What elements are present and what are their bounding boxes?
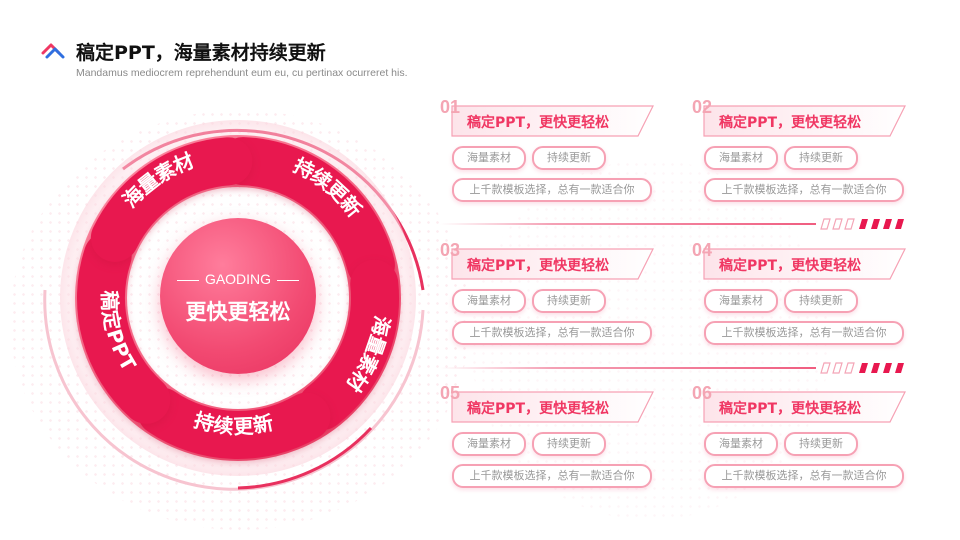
feature-card: 03 稿定PPT，更快更轻松海量素材持续更新上千款模板选择，总有一款适合你 <box>440 240 655 353</box>
ring-segment <box>298 259 399 430</box>
card-tag: 持续更新 <box>784 289 858 313</box>
feature-card: 01 稿定PPT，更快更轻松海量素材持续更新上千款模板选择，总有一款适合你 <box>440 97 655 210</box>
card-tag: 持续更新 <box>532 146 606 170</box>
feature-card: 06 稿定PPT，更快更轻松海量素材持续更新上千款模板选择，总有一款适合你 <box>692 383 907 496</box>
center-eyebrow-text: GAODING <box>204 271 272 287</box>
center-eyebrow: GAODING <box>160 271 316 287</box>
center-circle <box>160 218 316 374</box>
card-description: 上千款模板选择，总有一款适合你 <box>704 321 904 345</box>
page-subtitle: Mandamus mediocrem reprehendunt eum eu, … <box>76 67 408 79</box>
card-banner <box>451 391 654 423</box>
card-number: 05 <box>440 383 461 403</box>
card-tag: 海量素材 <box>704 146 778 170</box>
card-tag: 海量素材 <box>704 432 778 456</box>
outer-arc-bottom <box>43 289 425 491</box>
card-tag: 持续更新 <box>784 432 858 456</box>
card-tag: 持续更新 <box>532 289 606 313</box>
card-number: 03 <box>440 240 461 260</box>
logo-icon <box>41 43 65 59</box>
card-description: 上千款模板选择，总有一款适合你 <box>452 178 652 202</box>
card-banner <box>451 248 654 280</box>
card-description: 上千款模板选择，总有一款适合你 <box>704 464 904 488</box>
card-tag: 海量素材 <box>704 289 778 313</box>
card-description: 上千款模板选择，总有一款适合你 <box>452 464 652 488</box>
ring-segment <box>90 137 253 262</box>
card-title: 稿定PPT，更快更轻松 <box>467 401 610 417</box>
card-number: 06 <box>692 383 713 403</box>
separator-line <box>440 367 816 369</box>
card-tag: 持续更新 <box>784 146 858 170</box>
separator-line <box>440 223 816 225</box>
card-description: 上千款模板选择，总有一款适合你 <box>704 178 904 202</box>
page-title: 稿定PPT，海量素材持续更新 <box>76 42 326 64</box>
card-tag: 海量素材 <box>452 146 526 170</box>
card-title: 稿定PPT，更快更轻松 <box>719 401 862 417</box>
card-banner <box>703 248 906 280</box>
feature-card: 05 稿定PPT，更快更轻松海量素材持续更新上千款模板选择，总有一款适合你 <box>440 383 655 496</box>
card-tag: 海量素材 <box>452 432 526 456</box>
card-number: 02 <box>692 97 713 117</box>
card-tag: 持续更新 <box>532 432 606 456</box>
ring-segment <box>218 137 395 289</box>
card-title: 稿定PPT，更快更轻松 <box>467 258 610 274</box>
separator-decoration <box>820 362 904 374</box>
card-tag: 海量素材 <box>452 289 526 313</box>
card-banner <box>703 105 906 137</box>
card-banner <box>703 391 906 423</box>
card-title: 稿定PPT，更快更轻松 <box>467 115 610 131</box>
card-title: 稿定PPT，更快更轻松 <box>719 115 862 131</box>
ring-segment <box>77 231 171 424</box>
card-description: 上千款模板选择，总有一款适合你 <box>452 321 652 345</box>
card-number: 04 <box>692 240 713 260</box>
card-number: 01 <box>440 97 461 117</box>
ring-segment <box>137 387 331 459</box>
card-title: 稿定PPT，更快更轻松 <box>719 258 862 274</box>
feature-card: 02 稿定PPT，更快更轻松海量素材持续更新上千款模板选择，总有一款适合你 <box>692 97 907 210</box>
feature-card: 04 稿定PPT，更快更轻松海量素材持续更新上千款模板选择，总有一款适合你 <box>692 240 907 353</box>
separator-decoration <box>820 218 904 230</box>
card-banner <box>451 105 654 137</box>
center-title: 更快更轻松 <box>185 300 291 324</box>
outer-arc-bottom-dark <box>237 426 373 490</box>
